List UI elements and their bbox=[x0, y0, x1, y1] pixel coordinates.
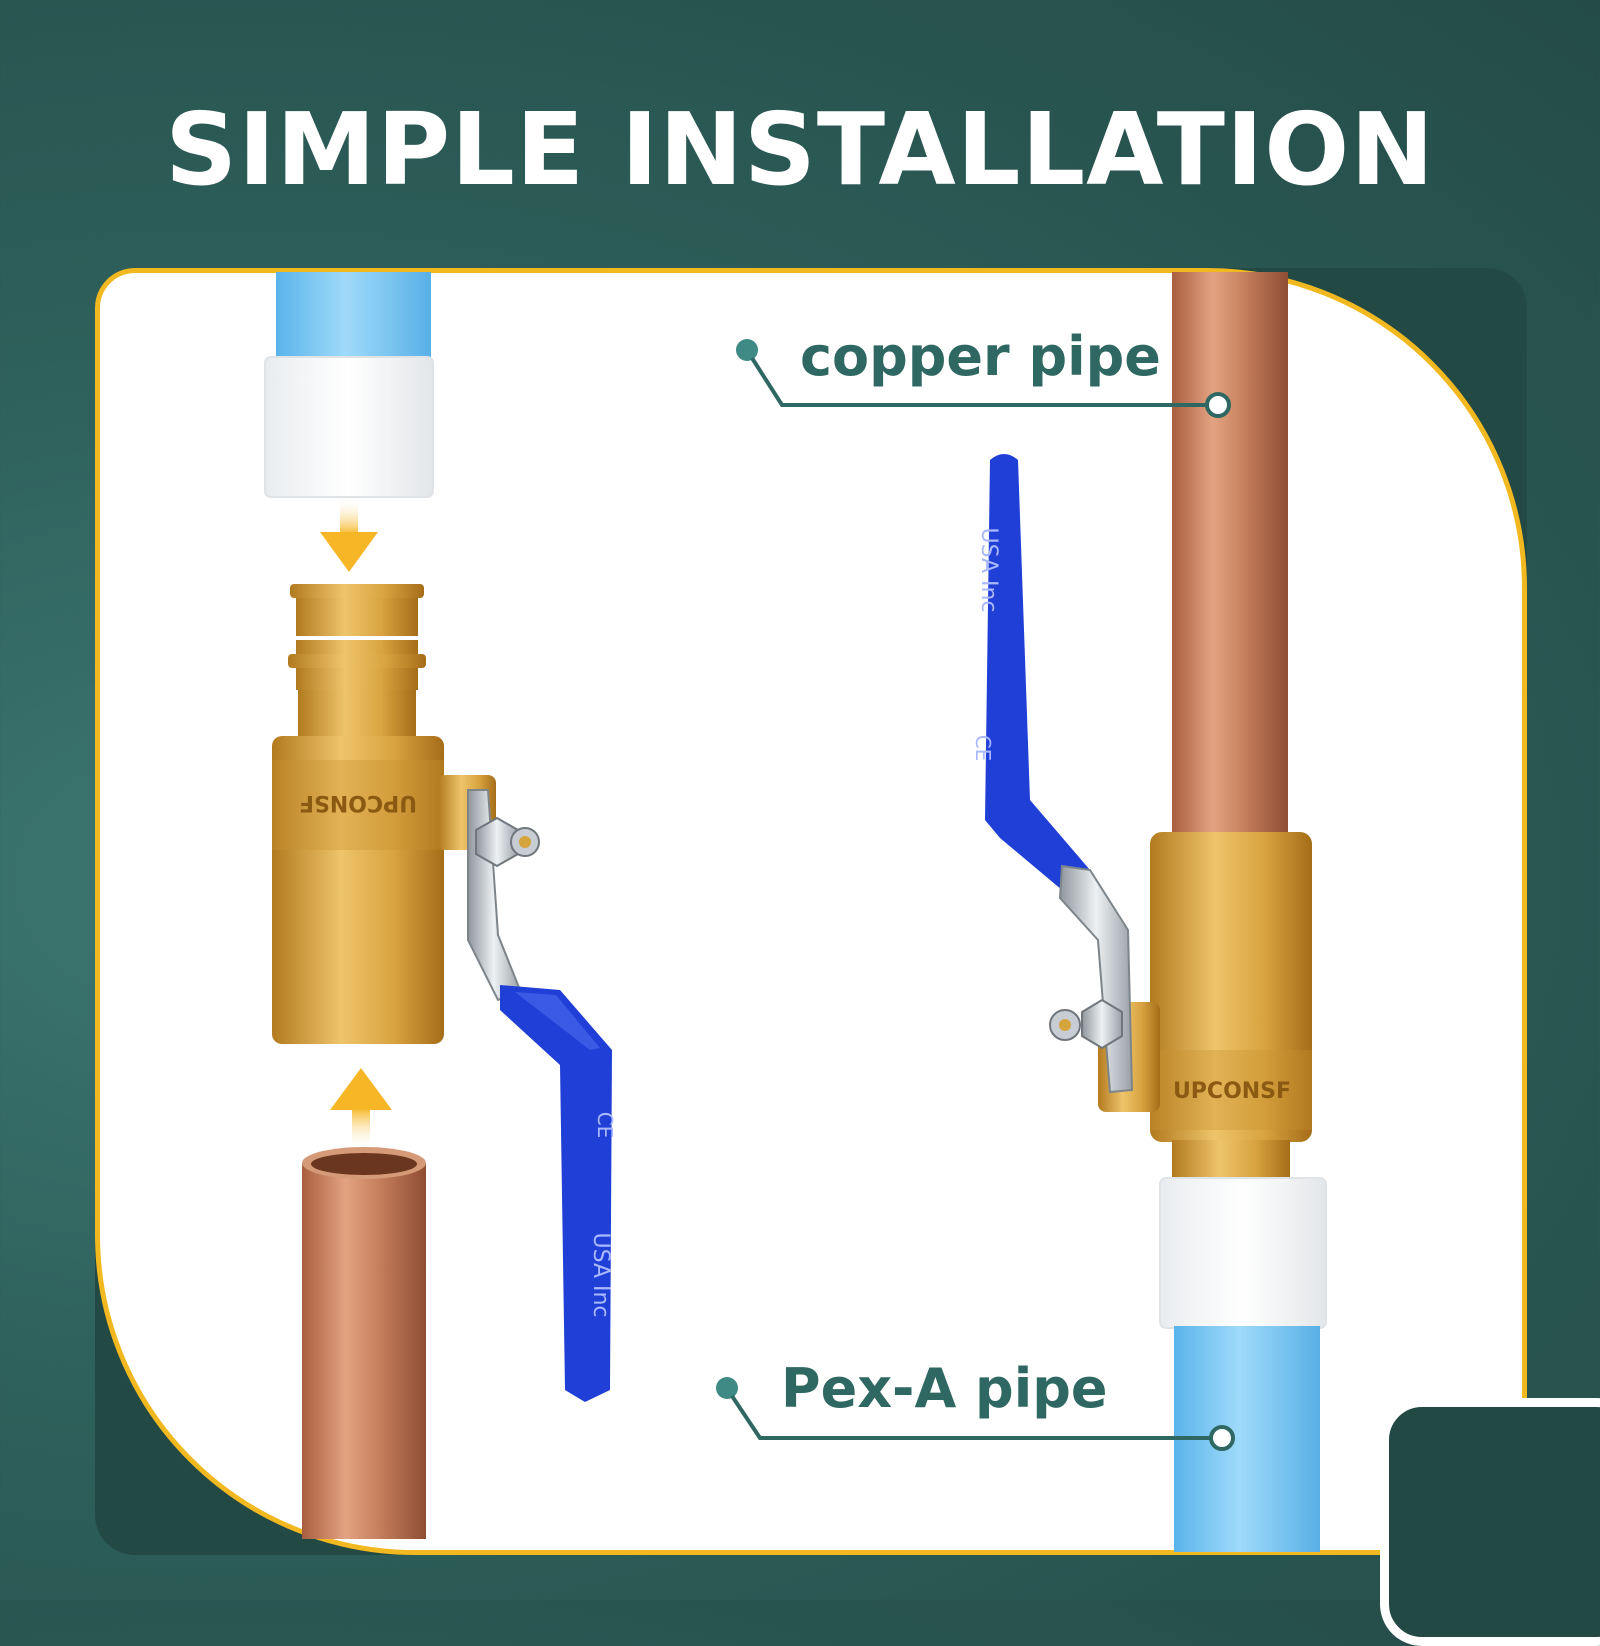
callout-dot-icon bbox=[716, 1377, 738, 1399]
callout-ring-icon bbox=[1209, 1425, 1235, 1451]
copper-pipe-label: copper pipe bbox=[800, 325, 1161, 388]
handle-mark-left: CE bbox=[593, 1112, 617, 1139]
copper-pipe-top bbox=[1172, 272, 1288, 842]
pexa-pipe-callout bbox=[716, 1377, 1235, 1451]
right-valve-handle: USA Inc CE bbox=[971, 454, 1134, 1094]
left-valve-body: UPCONSF bbox=[272, 736, 496, 1044]
expansion-ring-bottom bbox=[1159, 1177, 1327, 1329]
pex-pipe-top bbox=[276, 272, 431, 364]
page-title: SIMPLE INSTALLATION bbox=[165, 91, 1435, 208]
copper-pipe-callout bbox=[736, 339, 1231, 418]
corner-tile bbox=[1380, 1398, 1600, 1646]
handle-engraving-right: USA Inc bbox=[976, 527, 1001, 612]
left-assembly: UPCONSF USA Inc CE bbox=[264, 272, 617, 1539]
down-arrow-icon bbox=[320, 497, 378, 572]
svg-text:UPCONSF: UPCONSF bbox=[1173, 1079, 1291, 1104]
svg-text:UPCONSF: UPCONSF bbox=[299, 790, 417, 815]
handle-mark-right: CE bbox=[971, 735, 995, 762]
pexa-pipe-label: Pex-A pipe bbox=[781, 1357, 1108, 1420]
up-arrow-icon bbox=[330, 1068, 392, 1150]
installation-illustration: UPCONSF USA Inc CE bbox=[264, 272, 1327, 1552]
pex-barb-fitting bbox=[288, 584, 426, 742]
handle-engraving-left: USA Inc bbox=[588, 1232, 613, 1317]
copper-pipe-bottom bbox=[302, 1147, 426, 1539]
callout-ring-icon bbox=[1205, 392, 1231, 418]
left-valve-handle: USA Inc CE bbox=[467, 789, 617, 1402]
right-assembly: UPCONSF USA Inc CE bbox=[971, 272, 1327, 1552]
expansion-ring-top bbox=[264, 356, 434, 498]
callout-dot-icon bbox=[736, 339, 758, 361]
